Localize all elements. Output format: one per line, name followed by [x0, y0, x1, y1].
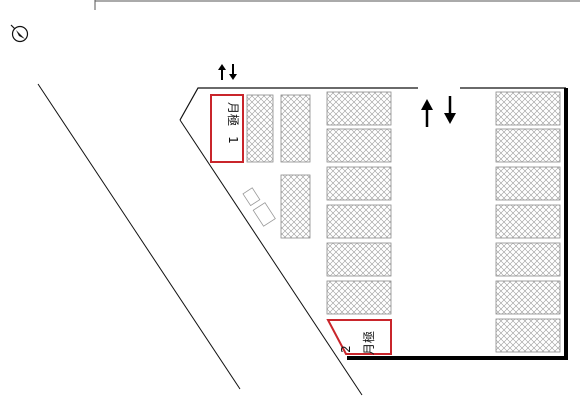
parking-stall [246, 94, 274, 163]
highlighted-stall-1: 月極 1 [210, 94, 244, 163]
vending-boxes [242, 187, 276, 227]
parking-stall [495, 91, 561, 126]
parking-stall [495, 318, 561, 353]
north-arrow-icon [10, 24, 29, 43]
parking-stall [280, 94, 311, 163]
parking-stall [326, 280, 392, 315]
lot-boundary-top-left [179, 87, 418, 121]
parking-stall [495, 128, 561, 163]
parking-stall [326, 166, 392, 201]
parking-stall [326, 242, 392, 277]
stall-2-number: 2 [339, 345, 353, 353]
parking-stall [280, 174, 311, 239]
stall-1-number: 1 [226, 136, 240, 144]
stall-1-label: 月極 [226, 102, 241, 126]
parking-stall [326, 204, 392, 239]
stall-2-label: 月極 [361, 331, 376, 355]
parking-stall [495, 242, 561, 277]
highlighted-stall-2: 2 月極 [326, 319, 392, 355]
road-edge-right [179, 119, 363, 396]
lane-arrows-icon [421, 96, 456, 127]
parking-stall [495, 280, 561, 315]
parking-stall [495, 166, 561, 201]
entrance-arrows-icon [218, 64, 237, 80]
parking-stall [326, 128, 392, 163]
road-edge-left [37, 83, 241, 390]
parking-stall [326, 91, 392, 126]
parking-stall [495, 204, 561, 239]
